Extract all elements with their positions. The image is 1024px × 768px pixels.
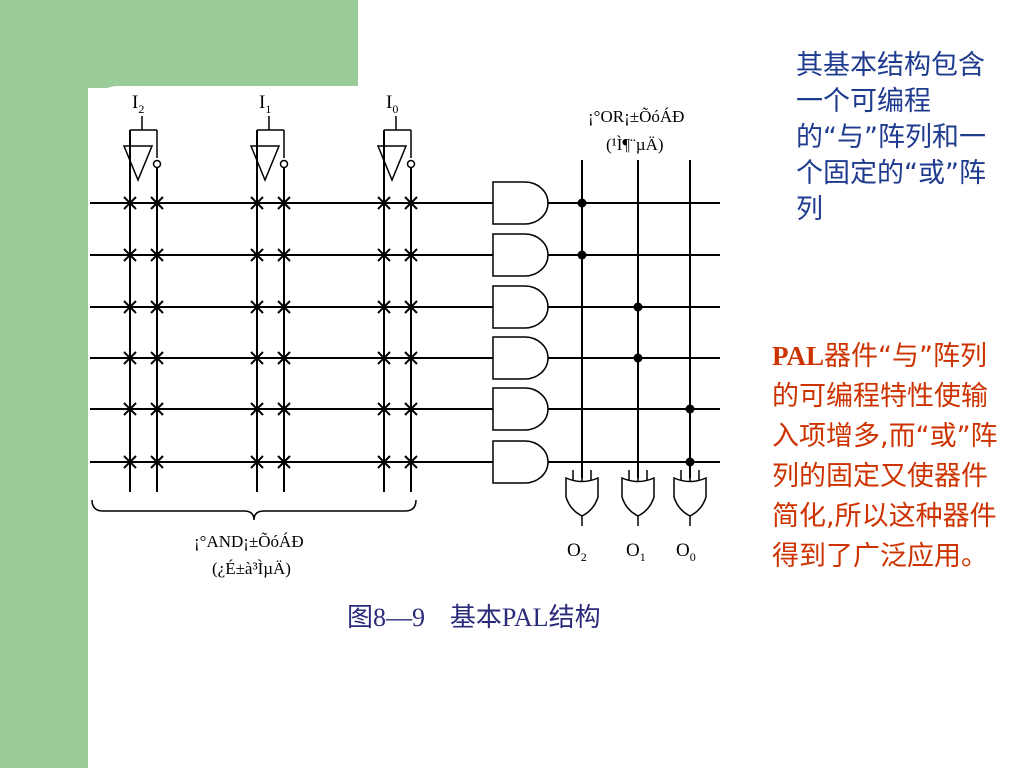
pal-annotation-prefix: PAL — [772, 341, 824, 371]
and-output-lines — [548, 202, 720, 463]
caption-title-pal: PAL — [501, 603, 549, 632]
or-array-sublabel: (¹Ì¶¨µÄ) — [606, 135, 664, 154]
product-term-lines — [90, 202, 493, 463]
content-panel — [88, 86, 1024, 768]
programmable-crosspoints — [123, 196, 418, 469]
and-array-brace — [91, 499, 417, 521]
fixed-connection-dots — [577, 198, 695, 467]
input-label-i2: I2 — [132, 92, 144, 116]
and-gates — [492, 181, 549, 484]
caption-title-prefix: 基本 — [449, 603, 502, 633]
or-array-columns — [581, 160, 691, 478]
output-label-o0: O0 — [676, 540, 696, 564]
pal-annotation: PAL器件“与”阵列的可编程特性使输入项增多,而“或”阵列的固定又使器件简化,所… — [772, 336, 1008, 577]
input-columns — [129, 130, 412, 492]
input-label-i0: I0 — [386, 92, 398, 116]
input-stubs — [130, 116, 412, 158]
and-array-label: ¡°AND¡±ÕóÁÐ — [194, 532, 304, 551]
pal-annotation-text: 器件“与”阵列的可编程特性使输入项增多,而“或”阵列的固定又使器件简化,所以这种… — [772, 341, 998, 572]
output-label-o2: O2 — [567, 540, 587, 564]
and-array-sublabel: (¿É±à³ÌµÄ) — [212, 559, 291, 578]
structure-annotation: 其基本结构包含一个可编程的“与”阵列和一个固定的“或”阵列 — [796, 50, 986, 225]
or-gates — [565, 476, 707, 517]
figure-caption: 图8—9 基本PAL结构 — [347, 597, 601, 634]
green-sidebar — [0, 0, 88, 768]
output-label-o1: O1 — [626, 540, 646, 564]
figure-number: 图8—9 — [347, 603, 426, 632]
caption-title-suffix: 结构 — [548, 603, 601, 633]
or-gate-stubs — [572, 470, 700, 526]
input-label-i1: I1 — [259, 92, 271, 116]
input-buffers — [122, 145, 416, 182]
or-array-label: ¡°OR¡±ÕóÁÐ — [588, 107, 684, 126]
